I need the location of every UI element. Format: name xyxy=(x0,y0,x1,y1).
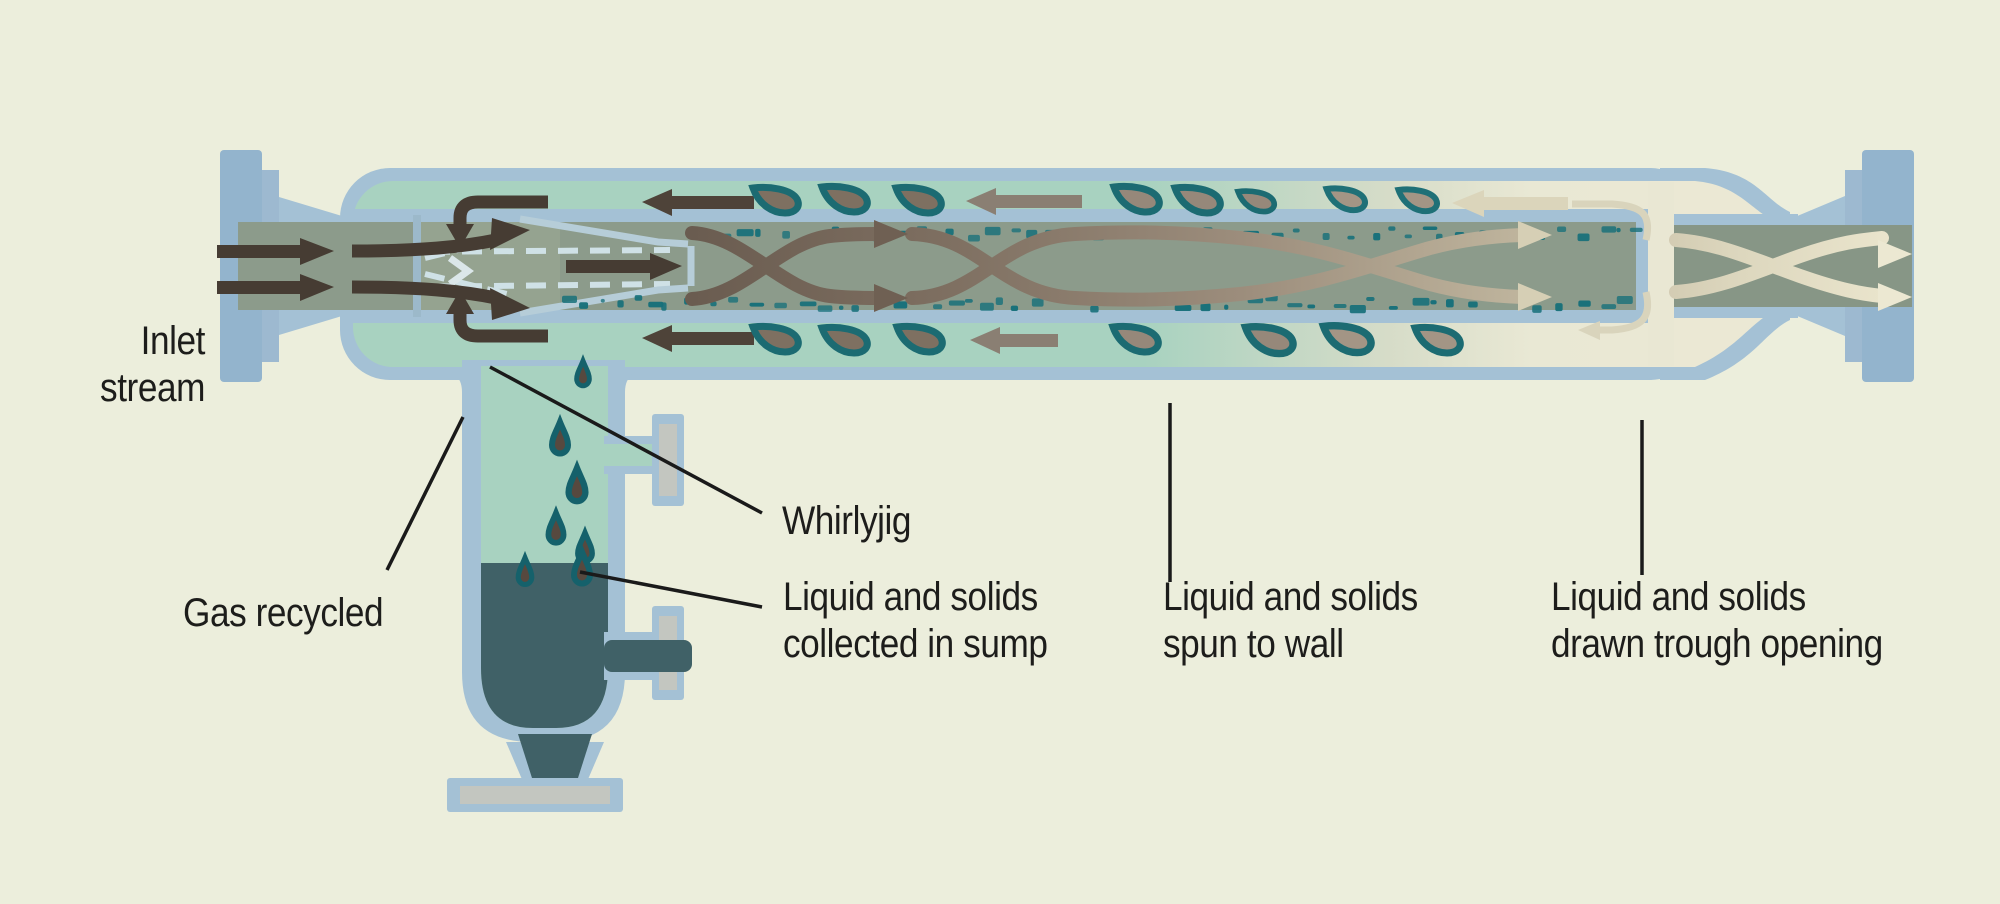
throat-center-arrow xyxy=(566,260,652,273)
leader-lines xyxy=(385,365,1644,609)
whirlyjig-nozzle-outline xyxy=(519,215,695,317)
label-line: stream xyxy=(100,366,205,410)
label-text: Gas recycled xyxy=(183,591,384,635)
swirl-flow-paths xyxy=(685,225,1889,307)
label-collected-in-sump: Liquid and solids collected in sump xyxy=(783,574,1048,668)
label-gas-recycled: Gas recycled xyxy=(183,590,384,637)
sump-liquid xyxy=(481,563,608,728)
label-line: Liquid and solids xyxy=(783,575,1038,619)
label-whirlyjig: Whirlyjig xyxy=(782,498,911,545)
label-line: drawn trough opening xyxy=(1551,622,1883,666)
leader-gas-recycled xyxy=(385,416,465,571)
leader-collected-in-sump xyxy=(579,570,763,609)
label-line: Liquid and solids xyxy=(1163,575,1418,619)
leader-whirlyjig xyxy=(489,365,763,515)
whirlyjig-vane-chevron xyxy=(447,255,474,287)
label-drawn-through-opening: Liquid and solids drawn trough opening xyxy=(1551,574,1883,668)
swirl-arrowheads xyxy=(874,220,1912,312)
gas-recycle-arrows xyxy=(446,188,1652,354)
label-inlet-stream: Inlet stream xyxy=(55,318,205,412)
recycle-hook-bottom xyxy=(1596,291,1652,334)
tube-joint-line xyxy=(413,215,421,317)
trough-opening-gap xyxy=(1648,182,1674,366)
label-line: Inlet xyxy=(140,319,206,363)
label-line: collected in sump xyxy=(783,622,1048,666)
recycle-hook-top xyxy=(1572,200,1652,241)
label-line: spun to wall xyxy=(1163,622,1344,666)
label-line: Liquid and solids xyxy=(1551,575,1806,619)
inlet-flow-arrows xyxy=(217,218,682,320)
label-spun-to-wall: Liquid and solids spun to wall xyxy=(1163,574,1418,668)
sump-lower-nozzle xyxy=(604,606,692,700)
label-text: Whirlyjig xyxy=(782,499,912,543)
